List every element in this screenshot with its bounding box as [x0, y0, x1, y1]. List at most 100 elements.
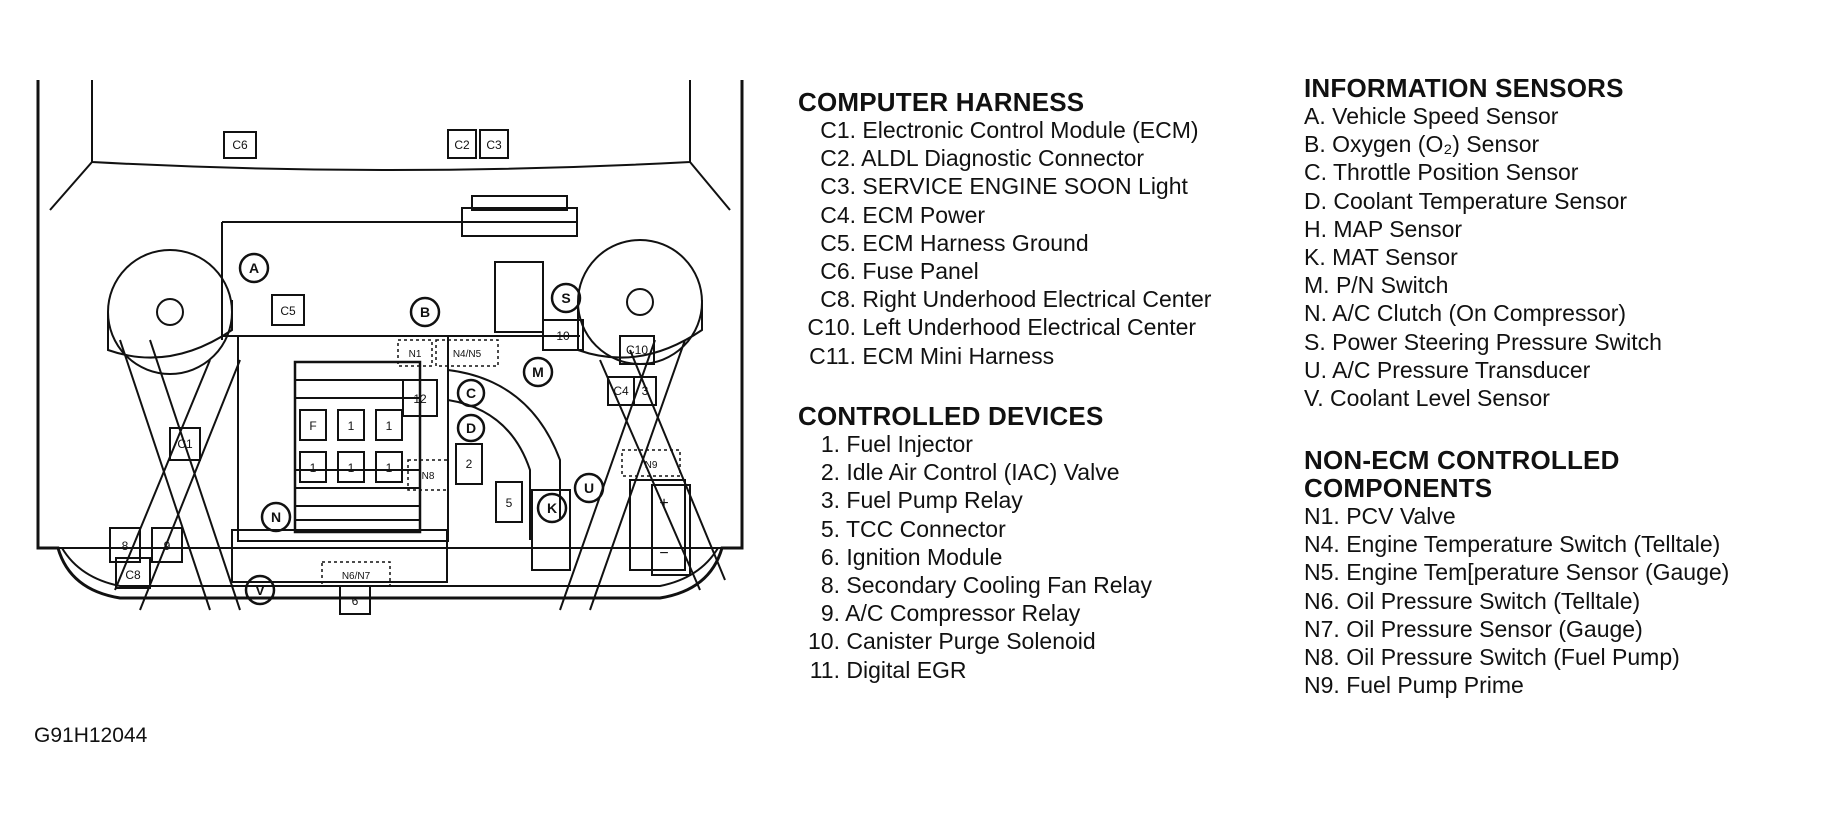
- sensor-label-k: K: [547, 500, 557, 516]
- item-text: MAT Sensor: [1332, 244, 1458, 271]
- sensor-label-m: M: [532, 364, 544, 380]
- sensor-circles: [238, 252, 605, 606]
- item-code: N7.: [1304, 615, 1340, 642]
- list-item: C4. ECM Power: [798, 201, 1211, 229]
- label-c4: C4: [613, 384, 629, 398]
- sensor-label-u: U: [584, 480, 594, 496]
- sensor-label-s: S: [561, 290, 570, 306]
- list-item: C1. Electronic Control Module (ECM): [798, 116, 1211, 144]
- label-r5: 5: [506, 496, 513, 510]
- label-c2: C2: [454, 138, 470, 152]
- label-r2: 2: [466, 457, 473, 471]
- list-item: N7. Oil Pressure Sensor (Gauge): [1304, 615, 1729, 643]
- item-text: A/C Clutch (On Compressor): [1332, 300, 1627, 327]
- information-sensors-section: INFORMATION SENSORS A. Vehicle Speed Sen…: [1304, 74, 1662, 412]
- item-code: D.: [1304, 187, 1327, 214]
- list-item: S. Power Steering Pressure Switch: [1304, 328, 1662, 356]
- computer-harness-list: C1. Electronic Control Module (ECM)C2. A…: [798, 116, 1211, 370]
- item-text: Engine Tem[perature Sensor (Gauge): [1346, 559, 1730, 586]
- label-r8: 8: [122, 539, 129, 553]
- item-code: 10.: [808, 628, 840, 655]
- item-text: Oil Pressure Switch (Fuel Pump): [1346, 644, 1680, 671]
- item-text: ECM Mini Harness: [862, 342, 1055, 369]
- engine-top-line-right: [689, 161, 731, 211]
- list-item: M. P/N Switch: [1304, 271, 1662, 299]
- item-code: N4.: [1304, 531, 1340, 558]
- list-item: N5. Engine Tem[perature Sensor (Gauge): [1304, 558, 1729, 586]
- item-code: 9.: [820, 600, 840, 627]
- item-text: ECM Harness Ground: [862, 229, 1089, 256]
- item-code: B.: [1304, 131, 1326, 158]
- item-code: 3.: [820, 487, 840, 514]
- battery-minus: −: [659, 545, 668, 562]
- list-item: 10. Canister Purge Solenoid: [798, 627, 1152, 655]
- body-outline: [36, 80, 744, 600]
- item-text: Vehicle Speed Sensor: [1332, 103, 1559, 129]
- item-code: N6.: [1304, 587, 1340, 614]
- engine-block: [231, 335, 686, 583]
- label-c3: C3: [486, 138, 502, 152]
- item-code: C5.: [820, 229, 856, 256]
- item-text: Fuel Pump Prime: [1346, 672, 1524, 699]
- item-text: Engine Temperature Switch (Telltale): [1346, 531, 1721, 558]
- list-item: 11. Digital EGR: [798, 656, 1152, 684]
- label-c8: C8: [125, 568, 141, 582]
- item-text: MAP Sensor: [1333, 215, 1463, 242]
- list-item: C8. Right Underhood Electrical Center: [798, 285, 1211, 313]
- non-ecm-title-line1: NON-ECM CONTROLLED: [1304, 445, 1620, 475]
- item-code: N8.: [1304, 644, 1340, 671]
- list-item: 3. Fuel Pump Relay: [798, 486, 1152, 514]
- non-ecm-title-line2: COMPONENTS: [1304, 473, 1493, 503]
- label-f2: 1: [348, 419, 355, 433]
- list-item: C11. ECM Mini Harness: [798, 342, 1211, 370]
- figure-id: G91H12044: [34, 724, 148, 747]
- list-item: N4. Engine Temperature Switch (Telltale): [1304, 530, 1729, 558]
- label-n6n7: N6/N7: [342, 571, 371, 582]
- label-r10: 10: [556, 329, 570, 343]
- list-item: C. Throttle Position Sensor: [1304, 158, 1662, 186]
- item-code: C4.: [820, 201, 856, 228]
- controlled-devices-title: CONTROLLED DEVICES: [798, 401, 1104, 431]
- item-text: SERVICE ENGINE SOON Light: [862, 173, 1188, 200]
- item-text: Fuse Panel: [862, 258, 979, 285]
- item-code: C8.: [820, 286, 856, 313]
- right-strut-tower: [559, 239, 726, 611]
- item-code: C2.: [820, 145, 856, 172]
- sensor-label-c: C: [466, 385, 476, 401]
- item-code: N9.: [1304, 672, 1340, 699]
- list-item: B. Oxygen (O₂) Sensor: [1304, 130, 1662, 158]
- label-c10: C10: [626, 343, 648, 357]
- list-item: 1. Fuel Injector: [798, 430, 1152, 458]
- item-code: C1.: [820, 117, 856, 143]
- list-item: D. Coolant Temperature Sensor: [1304, 187, 1662, 215]
- label-r6: 6: [352, 594, 359, 608]
- list-item: N1. PCV Valve: [1304, 502, 1729, 530]
- item-text: P/N Switch: [1335, 272, 1449, 299]
- list-item: 8. Secondary Cooling Fan Relay: [798, 571, 1152, 599]
- item-text: Right Underhood Electrical Center: [862, 286, 1212, 313]
- sensor-label-d: D: [466, 420, 476, 436]
- item-text: Digital EGR: [846, 656, 967, 683]
- engine-compartment-diagram: C6 C2 C3 C5 C1 C10 C4 3 C8 N1 N4/N5 N8 N…: [36, 80, 744, 615]
- sensor-label-b: B: [420, 304, 430, 320]
- dashed-labels: [321, 339, 681, 587]
- label-c5: C5: [280, 304, 296, 318]
- item-text: Fuel Pump Relay: [846, 487, 1023, 514]
- item-code: S.: [1304, 328, 1326, 355]
- list-item: H. MAP Sensor: [1304, 215, 1662, 243]
- item-text: TCC Connector: [845, 515, 1006, 542]
- item-text: Oxygen (O₂) Sensor: [1332, 131, 1540, 158]
- item-code: C.: [1304, 159, 1327, 186]
- item-text: Coolant Temperature Sensor: [1333, 187, 1628, 214]
- list-item: C10. Left Underhood Electrical Center: [798, 313, 1211, 341]
- list-item: 6. Ignition Module: [798, 543, 1152, 571]
- computer-harness-section: COMPUTER HARNESS C1. Electronic Control …: [798, 88, 1211, 370]
- list-item: 2. Idle Air Control (IAC) Valve: [798, 458, 1152, 486]
- list-item: C5. ECM Harness Ground: [798, 229, 1211, 257]
- item-code: 11.: [809, 656, 840, 683]
- label-f1: F: [309, 419, 316, 433]
- label-f4: 1: [310, 461, 317, 475]
- item-text: Canister Purge Solenoid: [846, 628, 1096, 655]
